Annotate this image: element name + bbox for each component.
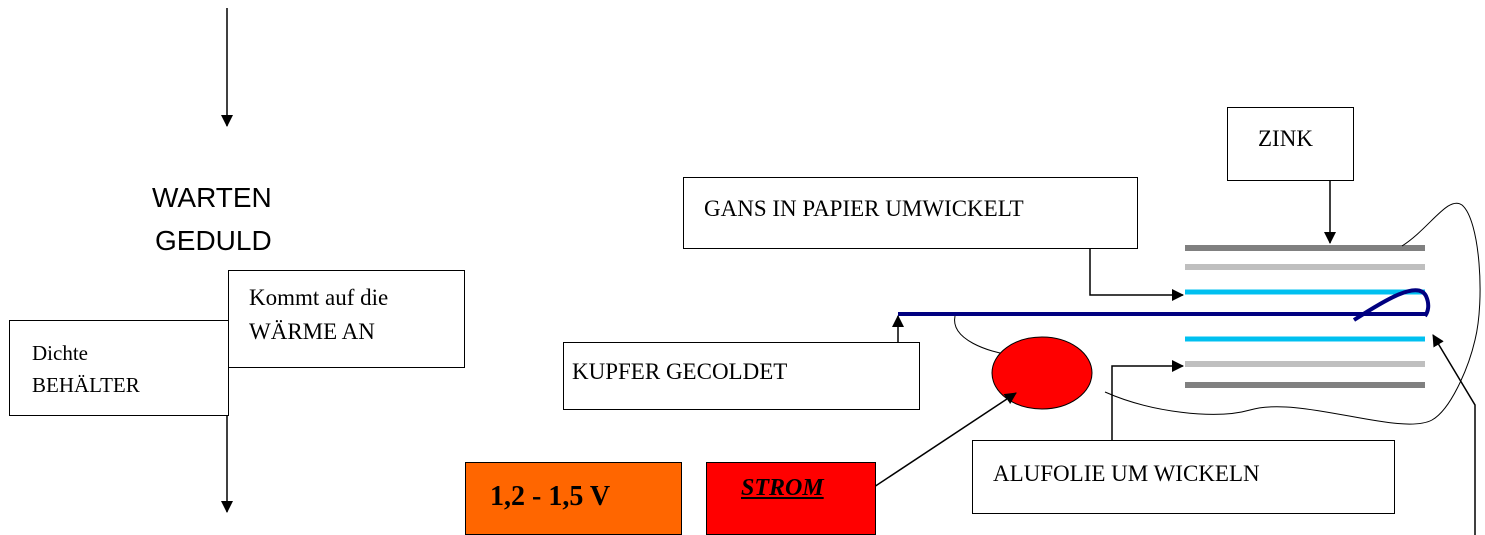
dichte-line2: BEHÄLTER	[32, 373, 140, 397]
strom-label: STROM	[741, 475, 824, 501]
wire-loop-lower	[954, 315, 1011, 356]
copper-wire-hook	[1352, 288, 1431, 322]
kommt-line1: Kommt auf die	[249, 285, 389, 310]
dichte-behaelter-box: Dichte BEHÄLTER	[9, 320, 229, 416]
voltage-box: 1,2 - 1,5 V	[465, 462, 682, 535]
kommt-waerme-box: Kommt auf die WÄRME AN	[228, 270, 465, 368]
wire-loop-upper	[1104, 202, 1481, 425]
warten-label: WARTEN	[152, 182, 272, 213]
strom-arrow	[873, 392, 1017, 488]
alufolie-arrow	[1111, 360, 1184, 440]
zink-box: ZINK	[1227, 107, 1354, 181]
alufolie-box: ALUFOLIE UM WICKELN	[972, 440, 1395, 514]
bulb	[991, 336, 1093, 410]
voltage-label: 1,2 - 1,5 V	[490, 481, 611, 512]
gans-box: GANS IN PAPIER UMWICKELT	[683, 177, 1138, 249]
right-wire-arrow	[1432, 334, 1476, 535]
geduld-label: GEDULD	[155, 225, 272, 256]
strom-box: STROM	[706, 462, 876, 535]
alufolie-label: ALUFOLIE UM WICKELN	[993, 461, 1260, 486]
kupfer-label: KUPFER GECOLDET	[572, 359, 788, 384]
zink-label: ZINK	[1258, 126, 1313, 151]
kupfer-box: KUPFER GECOLDET	[563, 342, 920, 410]
gans-arrow	[1089, 248, 1184, 301]
gans-label: GANS IN PAPIER UMWICKELT	[704, 196, 1024, 221]
kommt-line2: WÄRME AN	[249, 319, 375, 344]
dichte-line1: Dichte	[32, 341, 88, 365]
